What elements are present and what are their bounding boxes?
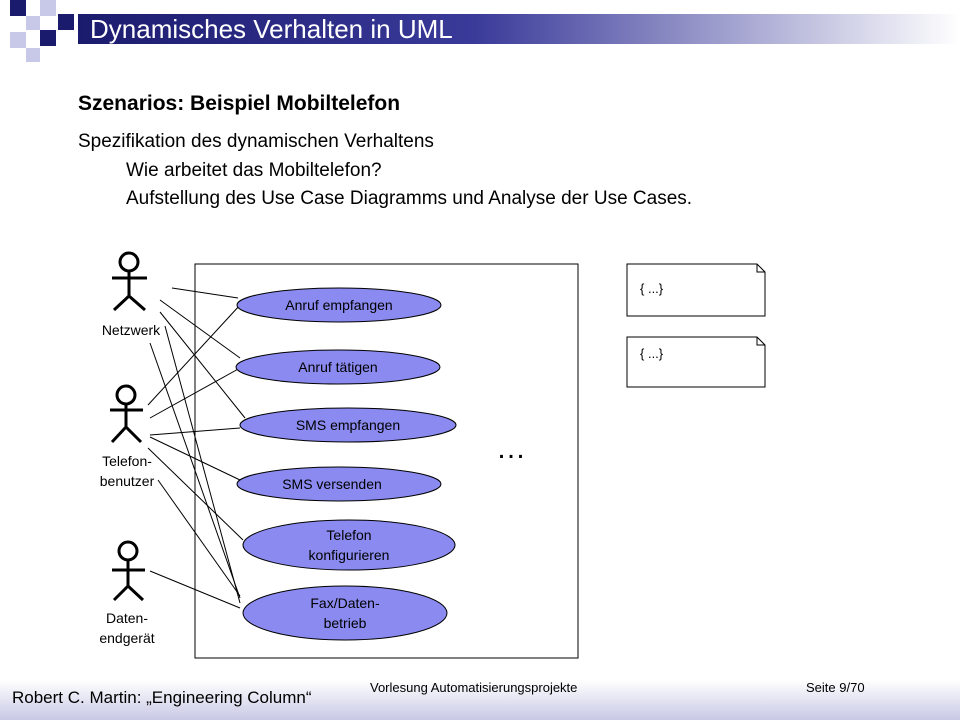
decor-square [10,0,26,16]
note-box [626,336,766,388]
note-fold [756,337,765,346]
note-box [626,263,766,317]
use-case-anruf-taetigen [235,349,441,385]
decor-square [40,0,56,16]
footer-page-number: Seite 9/70 [806,680,865,695]
use-case-sms-versenden [236,466,442,502]
bullet-level1: Spezifikation des dynamischen Verhaltens [78,131,434,152]
association-lines [147,287,246,609]
note-text: { ...} [640,281,664,296]
actor-label-netzwerk: Netzwerk [101,322,161,338]
slide-title: Dynamisches Verhalten in UML [90,14,453,44]
actor-telefonbenutzer [110,384,143,444]
use-case-telefon-konfigurieren [242,519,456,571]
use-case-label: Telefon konfigurieren [308,527,390,563]
actor-datenendgeraet [112,540,145,602]
slide-heading: Szenarios: Beispiel Mobiltelefon [78,92,401,115]
ellipsis-more: … [496,432,526,465]
decor-square [40,30,56,46]
footer-bar [0,680,960,720]
use-case-label: Anruf empfangen [285,297,393,313]
use-case-label: SMS empfangen [295,417,401,433]
use-case-label: Anruf tätigen [298,359,378,375]
system-boundary [194,263,579,659]
decor-square [26,48,40,62]
note-text: { ...} [640,346,664,361]
use-case-label: Fax/Daten- betrieb [310,595,380,631]
actor-netzwerk [112,251,147,312]
note-fold [756,264,765,273]
footer-author: Robert C. Martin: „Engineering Column“ [12,688,312,707]
use-case-sms-empfangen [239,407,457,443]
decor-square [10,32,26,48]
title-bar [78,14,960,44]
decor-square [26,16,40,30]
actor-label-datenendgeraet: Daten- endgerät [99,610,155,646]
use-case-label: SMS versenden [282,476,382,492]
actor-label-telefonbenutzer: Telefon- benutzer [99,453,155,489]
bullet-level2: Wie arbeitet das Mobiltelefon? [126,160,382,181]
decor-square [58,14,74,30]
footer-course: Vorlesung Automatisierungsprojekte [370,680,578,695]
use-case-anruf-empfangen [236,287,442,323]
use-case-fax-datenbetrieb [242,585,448,641]
bullet-level2: Aufstellung des Use Case Diagramms und A… [126,188,693,209]
